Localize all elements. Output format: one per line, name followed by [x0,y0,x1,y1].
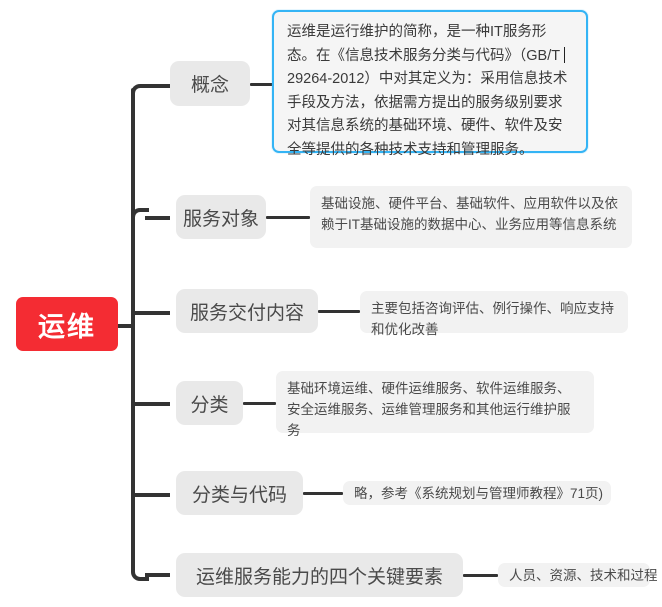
branch-node-fenleiyudaima[interactable]: 分类与代码 [176,471,303,515]
leaf-link-2 [266,216,310,219]
connector-corner-branch-1 [131,84,149,102]
detail-box-sigeguanjianyaosu[interactable]: 人员、资源、技术和过程 [498,563,658,587]
branch-node-fuwujiaofuneirong[interactable]: 服务交付内容 [176,289,318,333]
leaf-link-4 [243,402,276,405]
branch-node-gainian[interactable]: 概念 [170,61,250,106]
leaf-link-5 [303,492,343,495]
branch-node-fenlei[interactable]: 分类 [176,381,243,425]
connector-h-branch-6 [145,573,170,577]
branch-node-fuwuduixiang[interactable]: 服务对象 [176,195,266,239]
trunk-vertical-line [131,88,135,573]
detail-box-fuwujiaofuneirong[interactable]: 主要包括咨询评估、例行操作、响应支持和优化改善 [360,291,628,337]
connector-h-branch-4 [135,402,170,406]
leaf-link-6 [463,574,498,577]
root-node-yunwei[interactable]: 运维 [16,297,118,351]
text-cursor [563,46,565,63]
detail-text-gainian-part2: 29264-2012）中对其定义为：采用信息技术手段及方法，依据需方提出的服务级… [287,71,568,158]
connector-h-branch-3 [135,311,170,315]
connector-h-branch-1 [145,84,170,88]
connector-h-branch-2 [145,216,170,220]
detail-box-gainian-editing[interactable]: 运维是运行维护的简称，是一种IT服务形态。在《信息技术服务分类与代码》（GB/T… [272,10,588,158]
detail-box-fenlei[interactable]: 基础环境运维、硬件运维服务、软件运维服务、安全运维服务、运维管理服务和其他运行维… [276,371,594,438]
connector-corner-branch-2a [131,208,149,224]
branch-node-sigeguanjianyaosu[interactable]: 运维服务能力的四个关键要素 [176,553,463,597]
leaf-link-1 [250,83,275,86]
connector-h-branch-5 [135,493,170,497]
detail-box-fenleiyudaima[interactable]: 略，参考《系统规划与管理师教程》71页) [343,481,611,505]
root-connector-stub [118,324,135,328]
leaf-link-3 [318,310,360,313]
detail-box-fuwuduixiang[interactable]: 基础设施、硬件平台、基础软件、应用软件以及依赖于IT基础设施的数据中心、业务应用… [310,186,632,248]
connector-corner-branch-6 [131,563,149,581]
detail-text-gainian-part1: 运维是运行维护的简称，是一种IT服务形态。在《信息技术服务分类与代码》（GB/T [287,24,564,64]
